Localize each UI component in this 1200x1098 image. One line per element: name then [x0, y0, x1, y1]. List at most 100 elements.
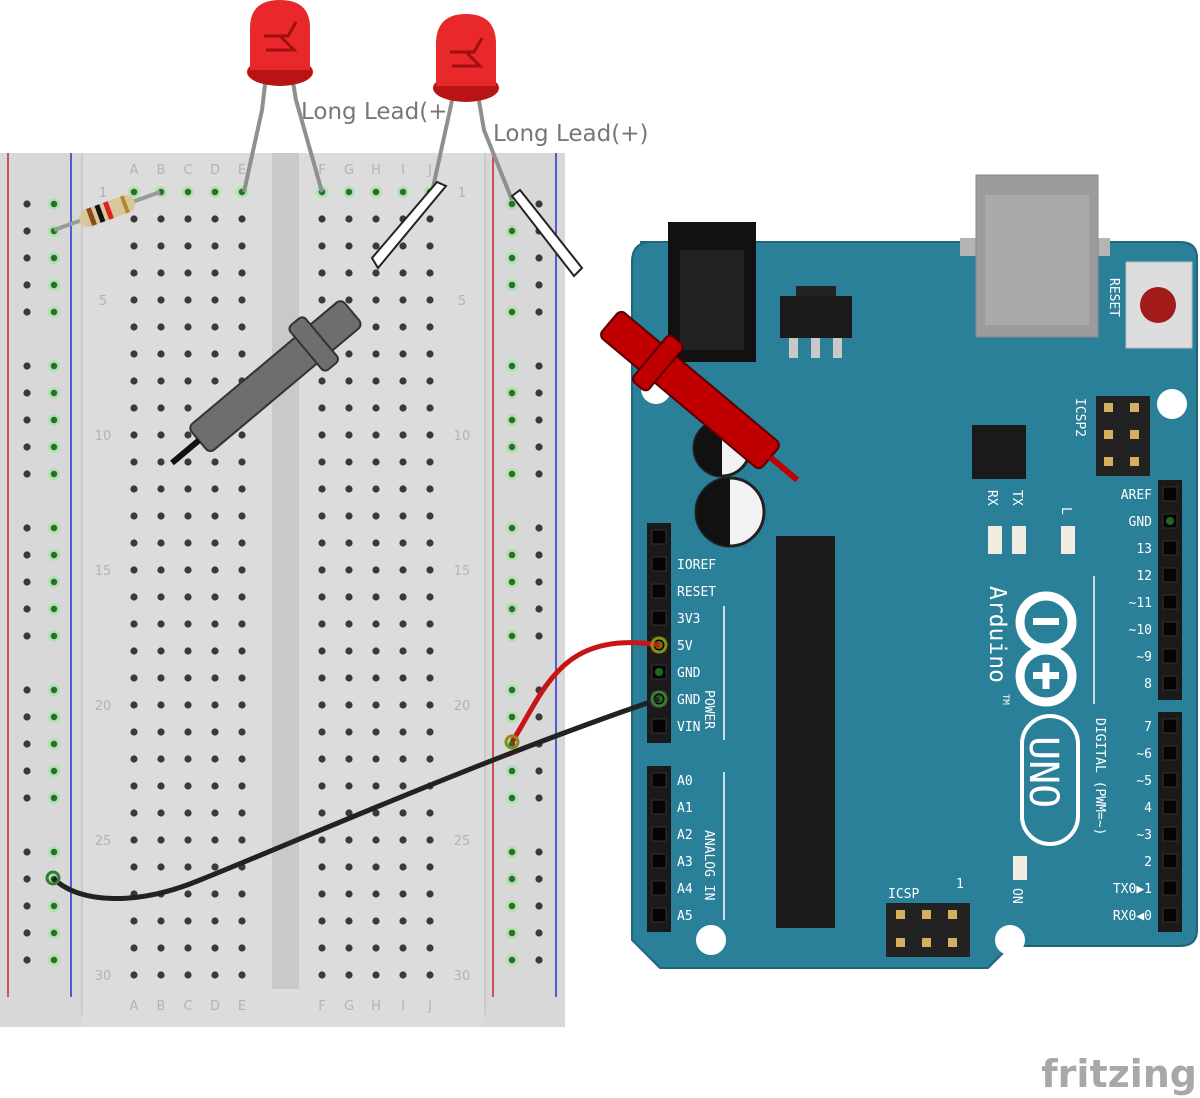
column-label: G: [344, 999, 354, 1014]
digital-title: DIGITAL (PWM=~): [1092, 718, 1107, 835]
digital-pin-label: ~5: [1136, 774, 1152, 789]
analog-pin-label: A5: [677, 909, 693, 924]
column-label: A: [130, 163, 139, 178]
analog-pin-label: A4: [677, 882, 693, 897]
tx-led: [1012, 526, 1026, 554]
row-number: 10: [454, 429, 471, 444]
icsp-pin1-label: 1: [956, 877, 964, 892]
column-label: I: [401, 999, 405, 1014]
icsp2-label: ICSP2: [1072, 398, 1087, 437]
black-jumper-wire: [51, 696, 660, 901]
digital-pin-label: ~10: [1129, 623, 1152, 638]
reset-label: RESET: [1106, 278, 1121, 317]
usb-chip: [972, 425, 1026, 479]
uno-text: UNO: [1020, 736, 1066, 808]
analog-pin-label: A1: [677, 801, 693, 816]
mount-hole: [995, 925, 1025, 955]
column-label: D: [210, 999, 220, 1014]
icsp-header: [886, 903, 970, 957]
atmega-chip: [776, 536, 835, 928]
lead-label-right: Long Lead(+): [493, 121, 648, 147]
analog-pin-label: A2: [677, 828, 693, 843]
analog-pin-label: A3: [677, 855, 693, 870]
digital-pin-label: ~3: [1136, 828, 1152, 843]
row-number: 10: [95, 429, 112, 444]
power-pin-label: IOREF: [677, 558, 716, 573]
mount-hole: [1157, 389, 1187, 419]
digital-pin-label: AREF: [1121, 488, 1152, 503]
column-label: A: [130, 999, 139, 1014]
digital-pin-label: 13: [1136, 542, 1152, 557]
row-number: 20: [95, 699, 112, 714]
red-jumper-wire: [509, 640, 660, 744]
icsp2-header: [1096, 396, 1150, 476]
on-led: [1013, 856, 1027, 880]
row-number: 15: [95, 564, 112, 579]
capacitor: [694, 476, 766, 548]
tx-label: TX: [1009, 490, 1024, 506]
row-number: 1: [99, 186, 107, 201]
column-label: E: [238, 163, 246, 178]
column-label: D: [210, 163, 220, 178]
power-pin-label: 5V: [677, 639, 693, 654]
arduino-uno-board: RESET RX TX L ON: [631, 174, 1198, 969]
row-number: 5: [458, 294, 466, 309]
power-title: POWER: [701, 690, 716, 729]
digital-pin-label: ~6: [1136, 747, 1152, 762]
digital-pin-label: TX0▶1: [1113, 882, 1152, 897]
row-number: 20: [454, 699, 471, 714]
row-number: 5: [99, 294, 107, 309]
l-led: [1061, 526, 1075, 554]
lead-label-left: Long Lead(+: [301, 99, 447, 125]
on-label: ON: [1009, 888, 1024, 904]
column-label: F: [318, 999, 325, 1014]
analog-title: ANALOG IN: [701, 830, 716, 900]
column-label: C: [183, 999, 192, 1014]
digital-pin-label: RX0◀0: [1113, 909, 1152, 924]
power-pin-label: VIN: [677, 720, 700, 735]
digital-pin-label: GND: [1129, 515, 1153, 530]
row-number: 30: [95, 969, 112, 984]
row-number: 30: [454, 969, 471, 984]
arduino-logo: [1015, 591, 1077, 707]
arduino-brand-text: Arduino: [984, 586, 1010, 683]
analog-pin-label: A0: [677, 774, 693, 789]
digital-pin-label: ~9: [1136, 650, 1152, 665]
rx-label: RX: [984, 490, 999, 506]
trademark-text: TM: [1000, 694, 1010, 705]
column-label: E: [238, 999, 246, 1014]
power-pin-label: 3V3: [677, 612, 700, 627]
reset-button[interactable]: [1125, 261, 1193, 349]
digital-pin-label: 2: [1144, 855, 1152, 870]
column-label: J: [427, 999, 432, 1014]
row-number: 25: [454, 834, 471, 849]
power-pin-label: GND: [677, 693, 701, 708]
column-label: I: [401, 163, 405, 178]
usb-port: [960, 174, 1110, 338]
row-number: 25: [95, 834, 112, 849]
column-label: H: [371, 999, 381, 1014]
column-label: J: [427, 163, 432, 178]
l-label: L: [1058, 507, 1073, 515]
rx-led: [988, 526, 1002, 554]
probe-black: [170, 180, 448, 466]
mount-hole: [696, 925, 726, 955]
digital-pin-label: 7: [1144, 720, 1152, 735]
fritzing-watermark: fritzing: [1041, 1052, 1197, 1096]
power-jack: [668, 222, 756, 362]
row-number: 15: [454, 564, 471, 579]
led-right: [430, 14, 514, 201]
digital-pin-label: 8: [1144, 677, 1152, 692]
digital-pin-label: 4: [1144, 801, 1152, 816]
led-left: [242, 0, 324, 193]
row-number: 1: [458, 186, 466, 201]
column-label: H: [371, 163, 381, 178]
uno-badge: [1020, 714, 1080, 846]
digital-pin-label: 12: [1136, 569, 1152, 584]
column-label: F: [318, 163, 325, 178]
digital-pin-label: ~11: [1129, 596, 1152, 611]
power-pin-label: RESET: [677, 585, 716, 600]
column-label: B: [157, 999, 166, 1014]
